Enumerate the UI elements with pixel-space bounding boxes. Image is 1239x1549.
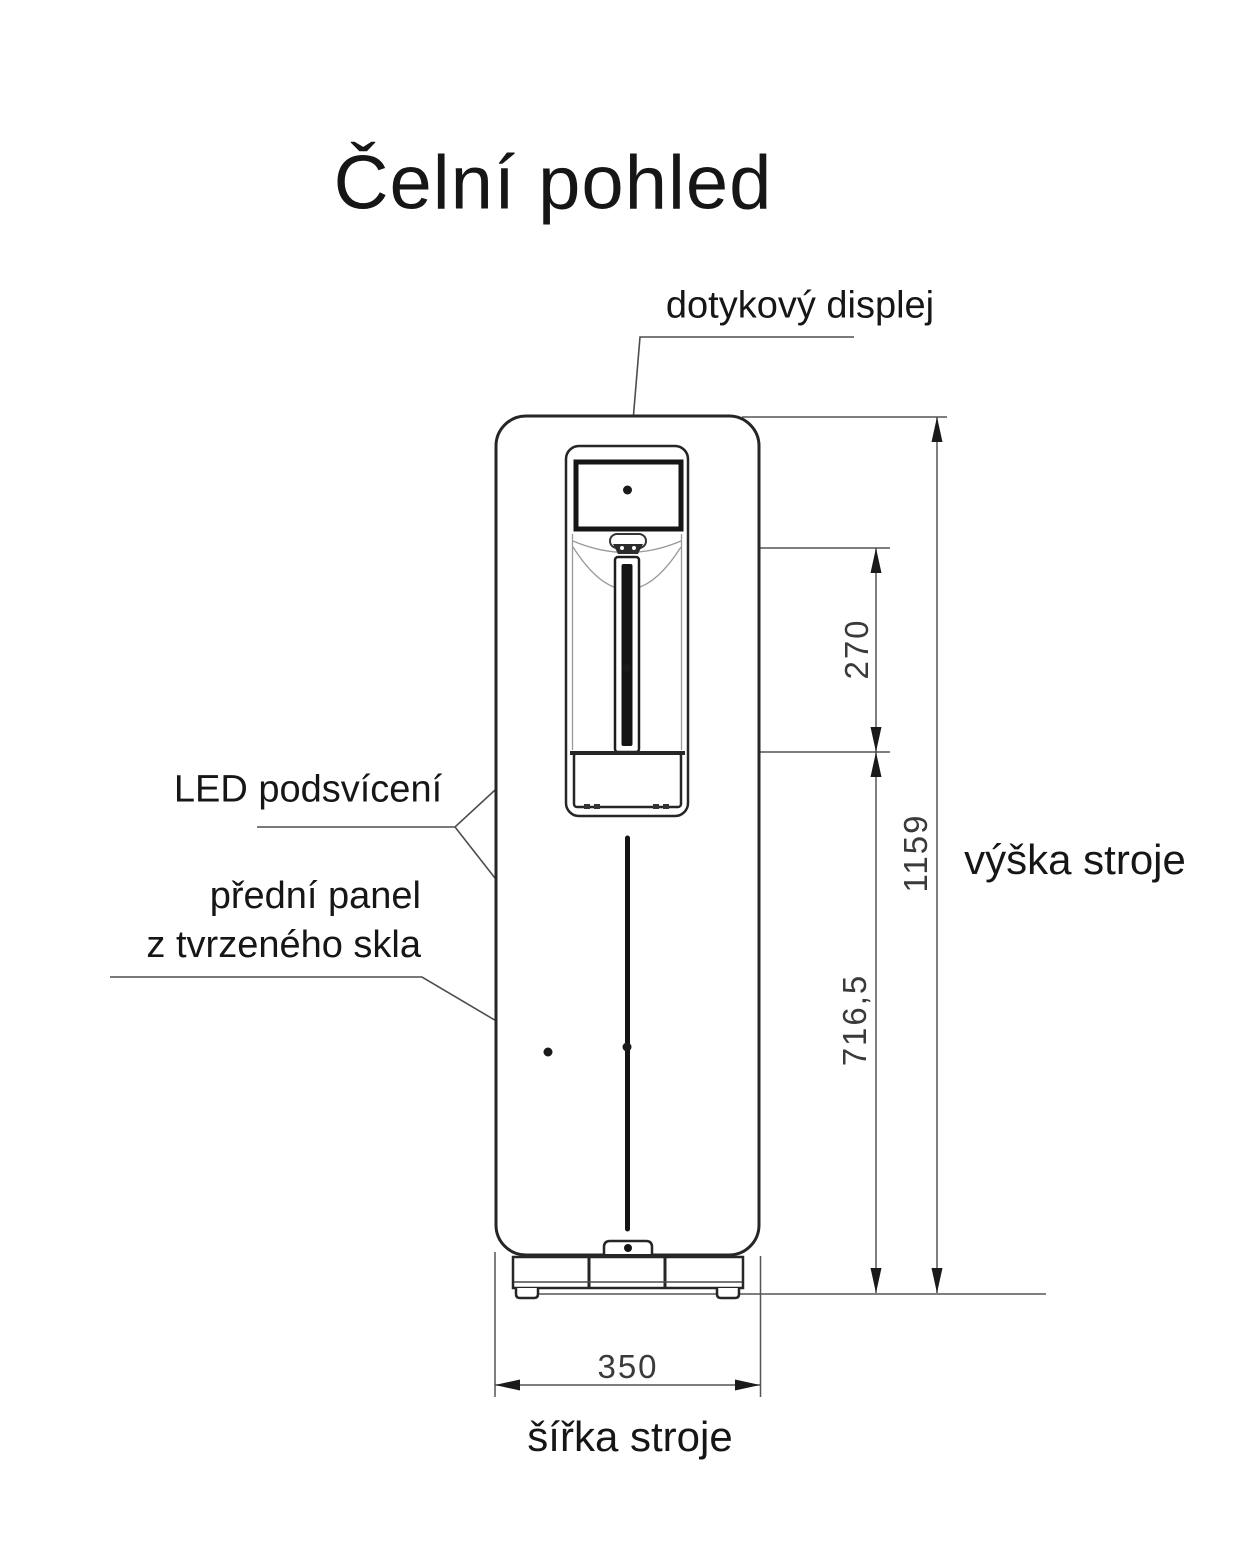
dot-touch-display (623, 485, 632, 495)
dimension-nozzle-to-tray: 270 (838, 618, 875, 680)
page-title: Čelní pohled (333, 140, 773, 226)
label-front-panel-line1: přední panel (209, 875, 421, 917)
foot-left (514, 1288, 540, 1300)
bottom-tab (602, 1239, 654, 1254)
dimension-tray-to-floor: 716,5 (836, 973, 873, 1067)
leader-dots (543, 485, 632, 1057)
dimension-arrowheads (495, 417, 943, 1391)
dot-front-panel (543, 1047, 553, 1057)
machine-height-caption: výška stroje (964, 836, 1186, 883)
led-slot (613, 555, 641, 754)
base-plinth (511, 1255, 745, 1290)
front-panel-leader (110, 976, 548, 1052)
dimension-machine-height: 1159 (897, 813, 934, 893)
dot-led-slot (622, 663, 632, 673)
label-led-backlight: LED podsvícení (173, 768, 443, 811)
touch-screen (573, 459, 684, 532)
label-front-panel-line2: z tvrzeného skla (146, 924, 421, 966)
machine-feet (514, 1288, 741, 1300)
foot-right (715, 1288, 741, 1300)
dimension-machine-width: 350 (597, 1348, 659, 1385)
label-touch-display: dotykový displej (665, 284, 935, 327)
drip-tray (570, 751, 685, 809)
dot-led-groove (622, 1042, 632, 1052)
label-front-panel: přední panel z tvrzeného skla (146, 872, 421, 970)
dispense-nozzle (609, 533, 647, 554)
machine-width-caption: šířka stroje (527, 1413, 733, 1460)
dimension-lines (494, 416, 1046, 1397)
